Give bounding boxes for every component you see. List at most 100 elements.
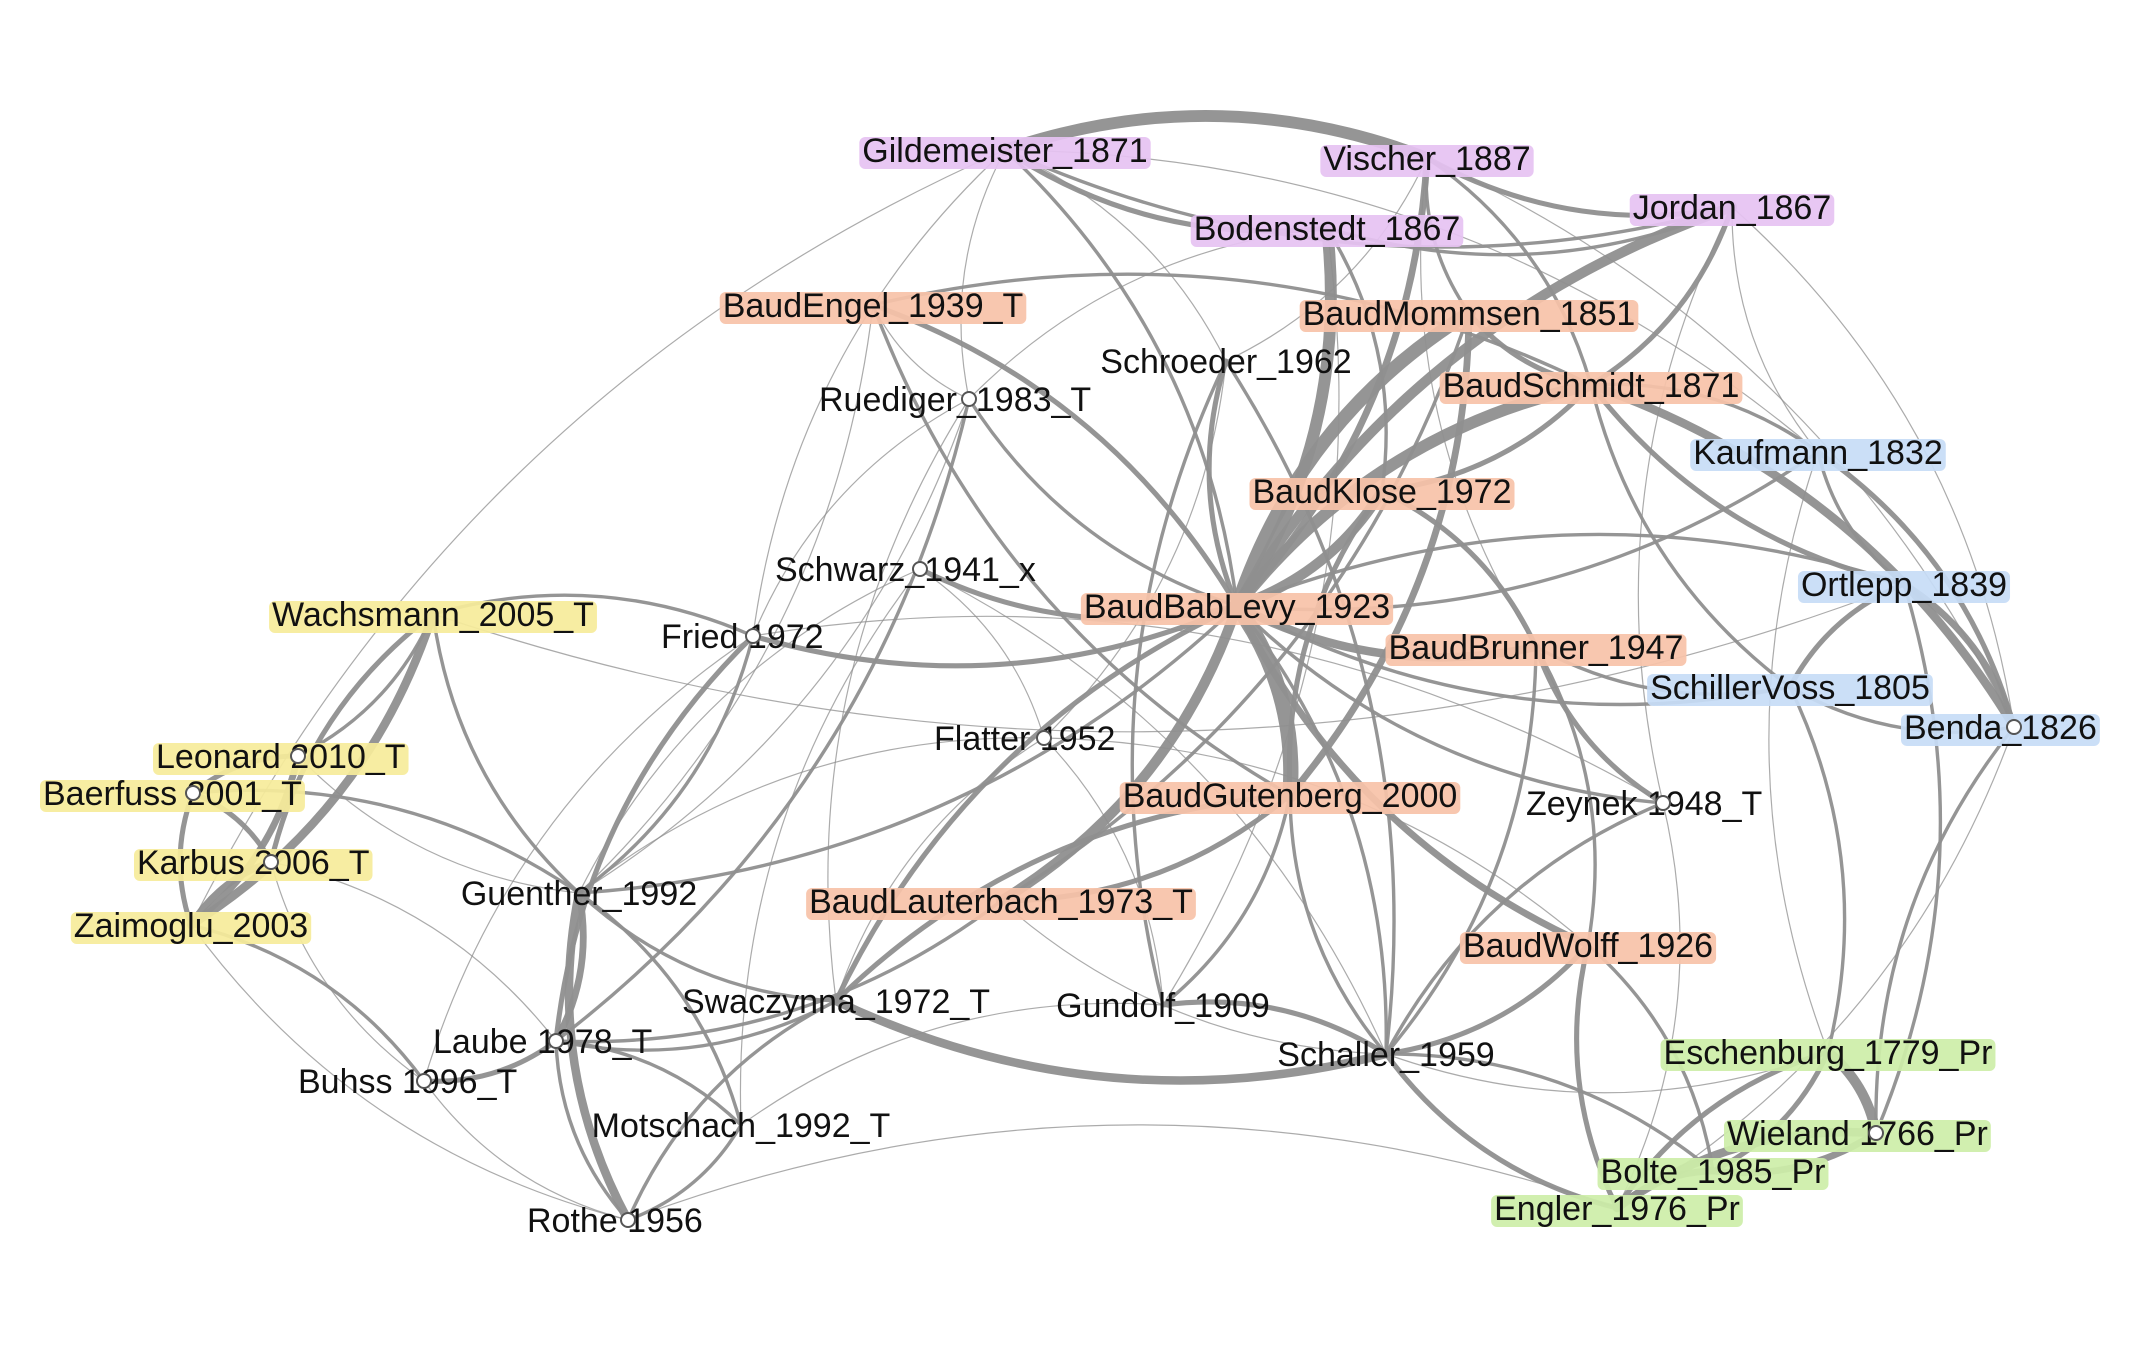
graph-node[interactable]: Bolte_1985_Pr [1597,1153,1829,1191]
graph-node[interactable]: Buhss 1996_T [298,1063,517,1101]
graph-node[interactable]: Wieland 1766_Pr [1724,1115,1991,1153]
graph-edge [1731,206,1819,453]
graph-edge [1000,900,1387,1055]
node-highlight [1190,215,1464,247]
graph-edge [870,302,1240,609]
graph-edge [1230,306,1476,613]
graph-edge [578,304,874,894]
graph-node[interactable]: Guenther_1992 [461,875,697,913]
node-label: Fried 1972 [661,618,824,656]
graph-node[interactable]: Zeynek 1948_T [1526,785,1762,823]
graph-edge [750,603,1240,669]
graph-edge [1379,488,1539,650]
graph-node[interactable]: Ortlepp_1839 [1797,566,2011,604]
graph-node[interactable]: Vischer_1887 [1320,140,1534,178]
graph-node[interactable]: BaudBrunner_1947 [1385,629,1687,667]
graph-node[interactable]: Kaufmann_1832 [1690,434,1946,472]
node-dot [2006,719,2022,735]
graph-node[interactable]: Rothe 1956 [527,1202,703,1240]
graph-node[interactable]: BaudMommsen_1851 [1299,295,1639,333]
graph-edge [431,612,581,895]
node-highlight [269,601,597,633]
graph-node[interactable]: Karbus 2006_T [134,844,373,882]
node-label: BaudWolff_1926 [1463,927,1713,965]
node-label: Buhss 1996_T [298,1063,517,1101]
graph-edge [1162,227,1340,1006]
node-dot [548,1033,564,1049]
node-label: Kaufmann_1832 [1693,434,1943,472]
graph-edge [1231,201,1738,612]
graph-node[interactable]: Motschach_1992_T [592,1107,891,1145]
graph-edge [1384,645,1538,1056]
node-label: Benda_1826 [1904,709,2097,747]
graph-node[interactable]: Jordan_1867 [1629,189,1835,227]
graph-node[interactable]: Swaczynna_1972_T [682,983,990,1021]
graph-edge [871,303,1292,797]
graph-node[interactable]: Zaimoglu_2003 [70,907,312,945]
graph-edge [577,604,1239,895]
node-highlight [806,888,1196,920]
graph-node[interactable]: BaudWolff_1926 [1459,927,1717,965]
graph-node[interactable]: Ruediger_1983_T [819,381,1091,419]
graph-node[interactable]: Flatter 1952 [934,720,1115,758]
graph-node[interactable]: Eschenburg_1779_Pr [1660,1034,1996,1072]
graph-edge [564,888,633,1225]
graph-node[interactable]: Wachsmann_2005_T [269,596,597,634]
graph-edge [752,615,1664,804]
node-highlight [1797,571,2011,603]
graph-node[interactable]: BaudGutenberg_2000 [1119,777,1461,815]
graph-node[interactable]: Schroeder_1962 [1100,343,1351,381]
graph-edge [752,149,1006,637]
node-label: Leonard 2010_T [156,738,406,776]
graph-node[interactable]: BaudEngel_1939_T [719,287,1027,325]
node-highlight [1660,1039,1996,1071]
node-highlight [70,912,312,944]
node-label: Guenther_1992 [461,875,697,913]
node-label: Bolte_1985_Pr [1601,1153,1826,1191]
graph-edge [967,397,1239,608]
graph-node[interactable]: Bodenstedt_1867 [1190,210,1464,248]
graph-edge [1768,451,1829,1053]
graph-edge [1288,793,1388,1056]
graph-edge [1586,380,2019,732]
node-label: BaudKlose_1972 [1252,473,1511,511]
graph-edge [831,996,1391,1085]
node-label: Zeynek 1948_T [1526,785,1762,823]
graph-edge [626,999,838,1222]
label-layer: Gildemeister_1871 Vischer_1887Bodenstedt_… [40,132,2100,1240]
node-highlight [1491,1195,1743,1227]
graph-node[interactable]: BaudBabLevy_1923 [1080,588,1394,626]
graph-edge [1383,942,1591,1057]
node-label: BaudBabLevy_1923 [1084,588,1390,626]
graph-node[interactable]: SchillerVoss_1805 [1647,669,1933,707]
graph-node[interactable]: Benda_1826 [1901,709,2100,747]
graph-edge [552,889,587,1045]
node-label: Schaller_1959 [1277,1036,1494,1074]
graph-edge [1325,226,1388,493]
graph-node[interactable]: Laube 1978_T [433,1023,652,1061]
graph-node[interactable]: Schwarz_1941_x [775,551,1036,589]
graph-node[interactable]: Leonard 2010_T [153,738,409,776]
node-dot [620,1212,636,1228]
graph-node[interactable]: Baerfuss 2001_T [40,775,305,813]
node-dot [1655,795,1671,811]
graph-node[interactable]: Gundolf_1909 [1056,987,1270,1025]
graph-node[interactable]: Gildemeister_1871 [859,132,1151,170]
graph-node[interactable]: Schaller_1959 [1277,1036,1494,1074]
graph-node[interactable]: BaudLauterbach_1973_T [806,883,1196,921]
graph-edge [554,1039,743,1127]
node-label: Karbus 2006_T [137,844,370,882]
graph-node[interactable]: Fried 1972 [661,618,824,656]
graph-edge [1534,645,1597,947]
node-dot [263,854,279,870]
graph-node[interactable]: Engler_1976_Pr [1491,1190,1743,1228]
graph-node[interactable]: BaudKlose_1972 [1249,473,1515,511]
graph-node[interactable]: BaudSchmidt_1871 [1439,367,1743,405]
node-label: Motschach_1992_T [592,1107,891,1145]
graph-edge [627,1124,1618,1221]
graph-edge [554,1039,630,1222]
node-highlight [1690,439,1946,471]
node-label: Engler_1976_Pr [1494,1190,1740,1228]
node-dot [290,748,306,764]
graph-edge [268,611,436,865]
